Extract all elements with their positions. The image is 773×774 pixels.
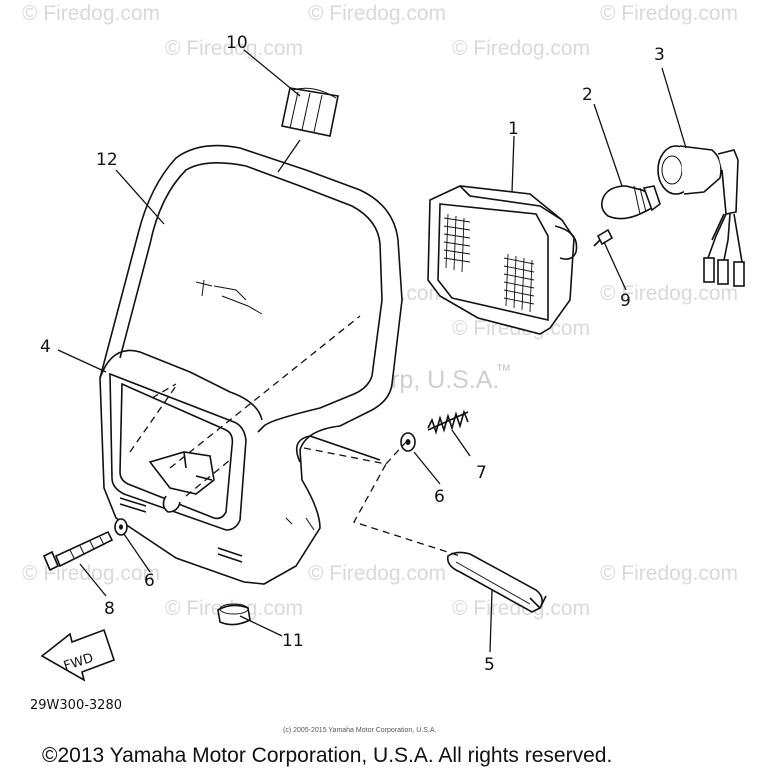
- leader-line: [115, 169, 165, 225]
- watermark: © Firedog.com: [22, 562, 160, 585]
- copyright: ©2013 Yamaha Motor Corporation, U.S.A. A…: [42, 744, 612, 767]
- watermark: © Firedog.com: [308, 562, 446, 585]
- part-labels: 10 1 2 3 12 4 9 6 7 6 8 11 5: [40, 33, 665, 675]
- part-label-11: 10: [226, 33, 248, 53]
- part-label-9: 9: [620, 291, 631, 311]
- lens-pattern: [443, 213, 535, 313]
- part-6-washer-upper: [400, 432, 416, 452]
- part-1-headlight: [427, 185, 578, 335]
- tm-mark: TM: [497, 363, 510, 373]
- part-2-bulb: [600, 185, 661, 220]
- part-6-washer-lower: [114, 518, 128, 536]
- part-label-6-upper: 6: [434, 487, 445, 507]
- part-label-8: 8: [104, 599, 115, 619]
- part-5-strap: [446, 551, 547, 613]
- leader-line: [511, 135, 515, 193]
- leader-line: [243, 49, 301, 97]
- leader-line: [79, 563, 107, 597]
- leader-line: [603, 241, 627, 291]
- watermark: © Firedog.com: [22, 2, 160, 25]
- leader-lines: [57, 49, 687, 653]
- leader-line: [593, 103, 623, 187]
- part-9-screw: [593, 228, 614, 247]
- part-label-3: 3: [654, 45, 665, 65]
- part-label-2: 2: [582, 85, 593, 105]
- routing-lines: [303, 441, 461, 557]
- watermark: © Firedog.com: [452, 37, 590, 60]
- part-label-10: 11: [282, 631, 304, 651]
- leader-line: [277, 139, 301, 173]
- watermark: © Firedog.com: [308, 2, 446, 25]
- leader-line: [451, 429, 471, 457]
- part-8-bolt: [42, 530, 114, 572]
- part-4-cover: [99, 144, 403, 585]
- part-3-socket: [657, 145, 745, 287]
- watermark: © Firedog.com: [600, 282, 738, 305]
- part-11-cap: [281, 87, 339, 137]
- leader-line: [413, 451, 441, 485]
- leader-line: [239, 615, 283, 637]
- leader-line: [661, 67, 687, 149]
- part-label-1: 1: [508, 119, 519, 139]
- part-label-7: 7: [476, 463, 487, 483]
- part-label-5: 5: [484, 655, 495, 675]
- part-10-grommet: [217, 603, 251, 626]
- part-7-spring: [427, 409, 469, 435]
- part-label-6-lower: 6: [144, 571, 155, 591]
- small-copyright: (c) 2005-2015 Yamaha Motor Corporation, …: [283, 727, 436, 734]
- drawing-code: 29W300-3280: [30, 698, 122, 713]
- leader-line: [57, 349, 107, 373]
- watermark: © Firedog.com: [452, 597, 590, 620]
- watermark: © Firedog.com: [600, 2, 738, 25]
- leader-line: [489, 589, 493, 653]
- watermark: © Firedog.com: [165, 37, 303, 60]
- part-label-12: 12: [96, 150, 118, 170]
- watermark: © Firedog.com: [600, 562, 738, 585]
- part-label-4: 4: [40, 337, 51, 357]
- fwd-arrow-icon: FWD: [40, 628, 116, 682]
- leader-line: [123, 533, 151, 573]
